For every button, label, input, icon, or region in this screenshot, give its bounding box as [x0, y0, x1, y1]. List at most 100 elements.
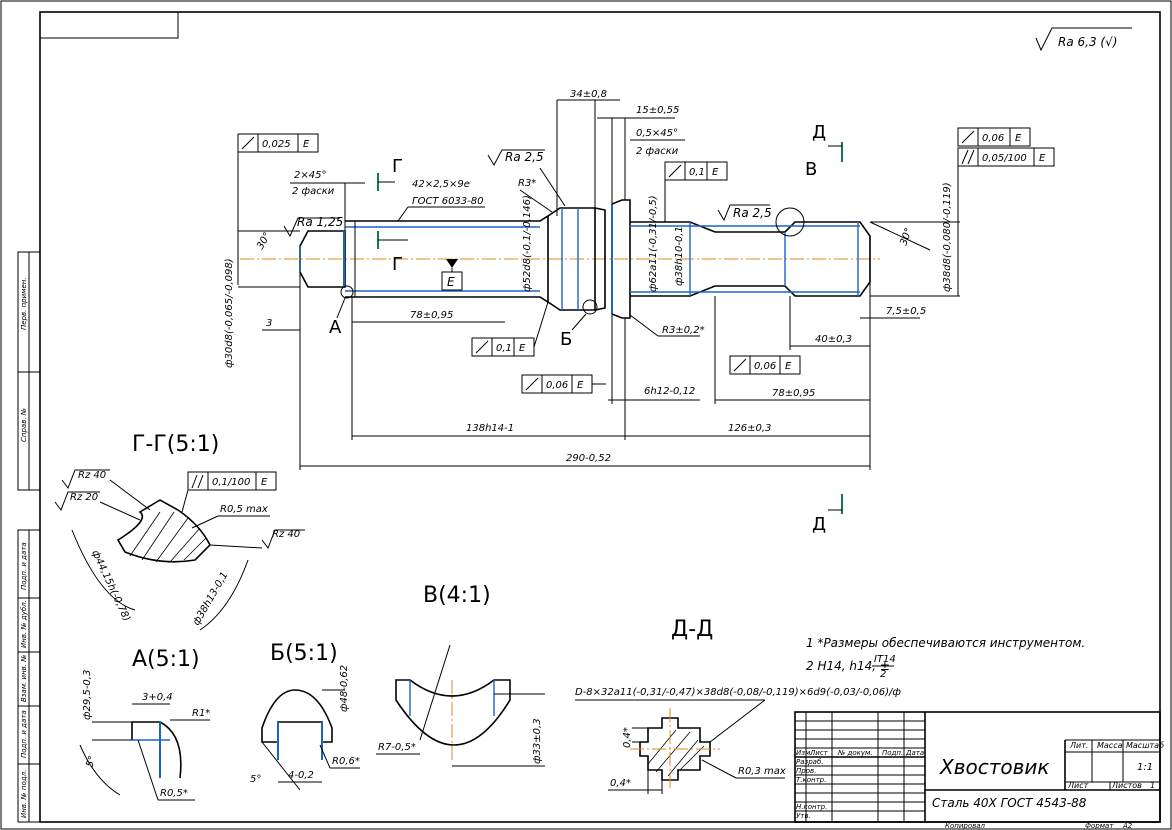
v-r7: R7-0,5* — [378, 742, 416, 753]
tb-col-podp: Подп. — [882, 749, 903, 757]
dd-r03: R0,3 max — [738, 766, 786, 777]
view-v: В(4:1) R7-0,5* ф33±0,3 — [376, 583, 545, 767]
view-gg: Г-Г(5:1) Rz 40 Rz 20 0,1/100 E R0,5 max … — [54, 432, 305, 631]
tb-title: Хвостовик — [939, 755, 1049, 779]
a-5deg: 5° — [84, 755, 98, 769]
dim-15: 15±0,55 — [636, 105, 679, 116]
datum-e-label: E — [447, 275, 455, 289]
note-2-frac-bot: 2 — [880, 669, 886, 680]
tb-row-nkontr: Н.контр. — [796, 803, 827, 811]
b-r06: R0,6* — [332, 756, 360, 767]
tb-row-razrab: Разраб. — [796, 758, 824, 766]
fcf-1: 0,025 E — [237, 133, 319, 285]
section-d-top-label: Д — [812, 122, 826, 143]
dim-30deg-left: 30° — [255, 231, 273, 252]
fcf-2-base: E — [1015, 133, 1022, 144]
roughness-ra25-a: Ra 2,5 — [505, 150, 544, 164]
tb-listov-value: 1 — [1150, 781, 1155, 790]
section-marker-g: Г Г — [377, 156, 408, 275]
tb-scale-value: 1:1 — [1137, 762, 1153, 773]
dim-r3a: R3* — [518, 178, 536, 189]
view-b-title: Б(5:1) — [270, 641, 338, 666]
tb-col-data: Дата — [905, 749, 924, 757]
b-phi48: ф48-0,62 — [339, 665, 350, 712]
view-dd-title: Д-Д — [671, 617, 713, 642]
tb-col-list: Лист — [809, 749, 829, 757]
v-phi33: ф33±0,3 — [532, 718, 543, 764]
tb-col-izm: Изм. — [796, 749, 812, 757]
tb-row-tkontr: Т.контр. — [796, 776, 826, 784]
detail-circle-b — [582, 299, 598, 315]
section-d-bottom-label: Д — [812, 514, 826, 535]
fcf-3-base: E — [1039, 153, 1046, 164]
dim-r3b: R3±0,2* — [662, 325, 705, 336]
datum-e: E — [441, 259, 463, 291]
dim-chamfer-2: 2×45° — [294, 170, 326, 181]
fcf-2-value: 0,06 — [982, 133, 1004, 144]
title-block: Изм. Лист № докум. Подп. Дата Разраб. Пр… — [794, 711, 1164, 830]
dim-138: 138h14-1 — [466, 423, 514, 434]
dim-phi38d: ф38d8(-0,080/-0,119) — [942, 182, 953, 292]
a-dim-3: 3+0,4 — [142, 692, 173, 703]
roughness-general-label: Ra 6,3 (√) — [1058, 35, 1117, 49]
fcf-5-base: E — [519, 343, 526, 354]
dim-phi30: ф30d8(-0,065/-0,098) — [224, 258, 235, 368]
dim-gost: ГОСТ 6033-80 — [412, 196, 484, 207]
dim-75: 7,5±0,5 — [886, 306, 926, 317]
dim-phi52: ф52d8(-0,1/-0,146) — [522, 195, 533, 292]
dd-04b: 0,4* — [610, 778, 631, 789]
detail-label-b: Б — [560, 329, 572, 350]
section-g-bottom-label: Г — [392, 254, 403, 275]
strip-label-7: Инв. № подл. — [20, 770, 28, 818]
strip-label-2: Справ. № — [20, 408, 28, 442]
fcf-7-value: 0,06 — [754, 361, 776, 372]
detail-circle-a — [340, 285, 354, 299]
tb-row-utv: Утв. — [796, 812, 811, 820]
dim-40: 40±0,3 — [815, 334, 852, 345]
b-dim-4: 4-0,2 — [288, 770, 314, 781]
fcf-3-value: 0,05/100 — [982, 153, 1027, 164]
tb-masshtab: Масштаб — [1126, 741, 1164, 750]
general-roughness: Ra 6,3 (√) — [1035, 27, 1132, 52]
dim-chamfer-05: 0,5×45° — [636, 128, 678, 139]
fcf-2: 0,06 E — [957, 127, 1031, 147]
dim-290: 290-0,52 — [566, 453, 611, 464]
tb-massa: Масса — [1097, 741, 1123, 750]
view-a: А(5:1) ф29,5-0,3 3+0,4 R1* 5° R0,5* — [79, 647, 210, 801]
a-r05: R0,5* — [160, 788, 188, 799]
dim-2faski-a: 2 фаски — [636, 146, 679, 157]
tb-col-ndok: № докум. — [837, 749, 873, 757]
view-gg-hatch — [129, 511, 207, 563]
dim-phi62: ф62a11(-0,31/-0,5) — [648, 195, 659, 292]
fcf-7-base: E — [785, 361, 792, 372]
gg-fcf-value: 0,1/100 — [212, 477, 250, 488]
gg-phi38: ф38h13-0,1 — [191, 570, 230, 627]
a-r1: R1* — [192, 708, 210, 719]
tb-kopiroval: Копировал — [945, 822, 986, 830]
strip-label-1: Перв. примен. — [20, 277, 28, 330]
technical-notes: 1 *Размеры обеспечиваются инструментом. … — [806, 636, 1085, 680]
dd-04a: 0,4* — [622, 727, 633, 748]
gg-rz40a: Rz 40 — [78, 470, 106, 481]
strip-label-5: Взам. инв. № — [20, 654, 28, 702]
tb-list: Лист — [1067, 781, 1089, 790]
section-g-top-label: Г — [392, 156, 403, 177]
fcf-5-value: 0,1 — [496, 343, 512, 354]
gg-phi44: ф44,15h(-0,78) — [89, 549, 132, 624]
fcf-1-value: 0,025 — [262, 139, 291, 150]
section-marker-d: Д Д — [812, 122, 843, 535]
b-5deg: 5° — [250, 774, 261, 785]
roughness-ra125: Ra 1,25 — [297, 215, 343, 229]
view-a-title: А(5:1) — [132, 647, 200, 672]
strip-label-3: Подп. и дата — [20, 542, 28, 590]
view-b: Б(5:1) ф48-0,62 R0,6* 5° 4-0,2 — [250, 641, 360, 791]
dim-34: 34±0,8 — [570, 89, 607, 100]
note-1: 1 *Размеры обеспечиваются инструментом. — [806, 636, 1085, 650]
side-strip: Перв. примен. Справ. № Подп. и дата Инв.… — [17, 251, 41, 823]
a-phi295: ф29,5-0,3 — [82, 670, 93, 720]
tb-format-value: А2 — [1122, 822, 1133, 830]
detail-label-v: В — [805, 159, 817, 180]
dd-spline-spec: D-8×32a11(-0,31/-0,47)×38d8(-0,08/-0,119… — [575, 687, 901, 698]
